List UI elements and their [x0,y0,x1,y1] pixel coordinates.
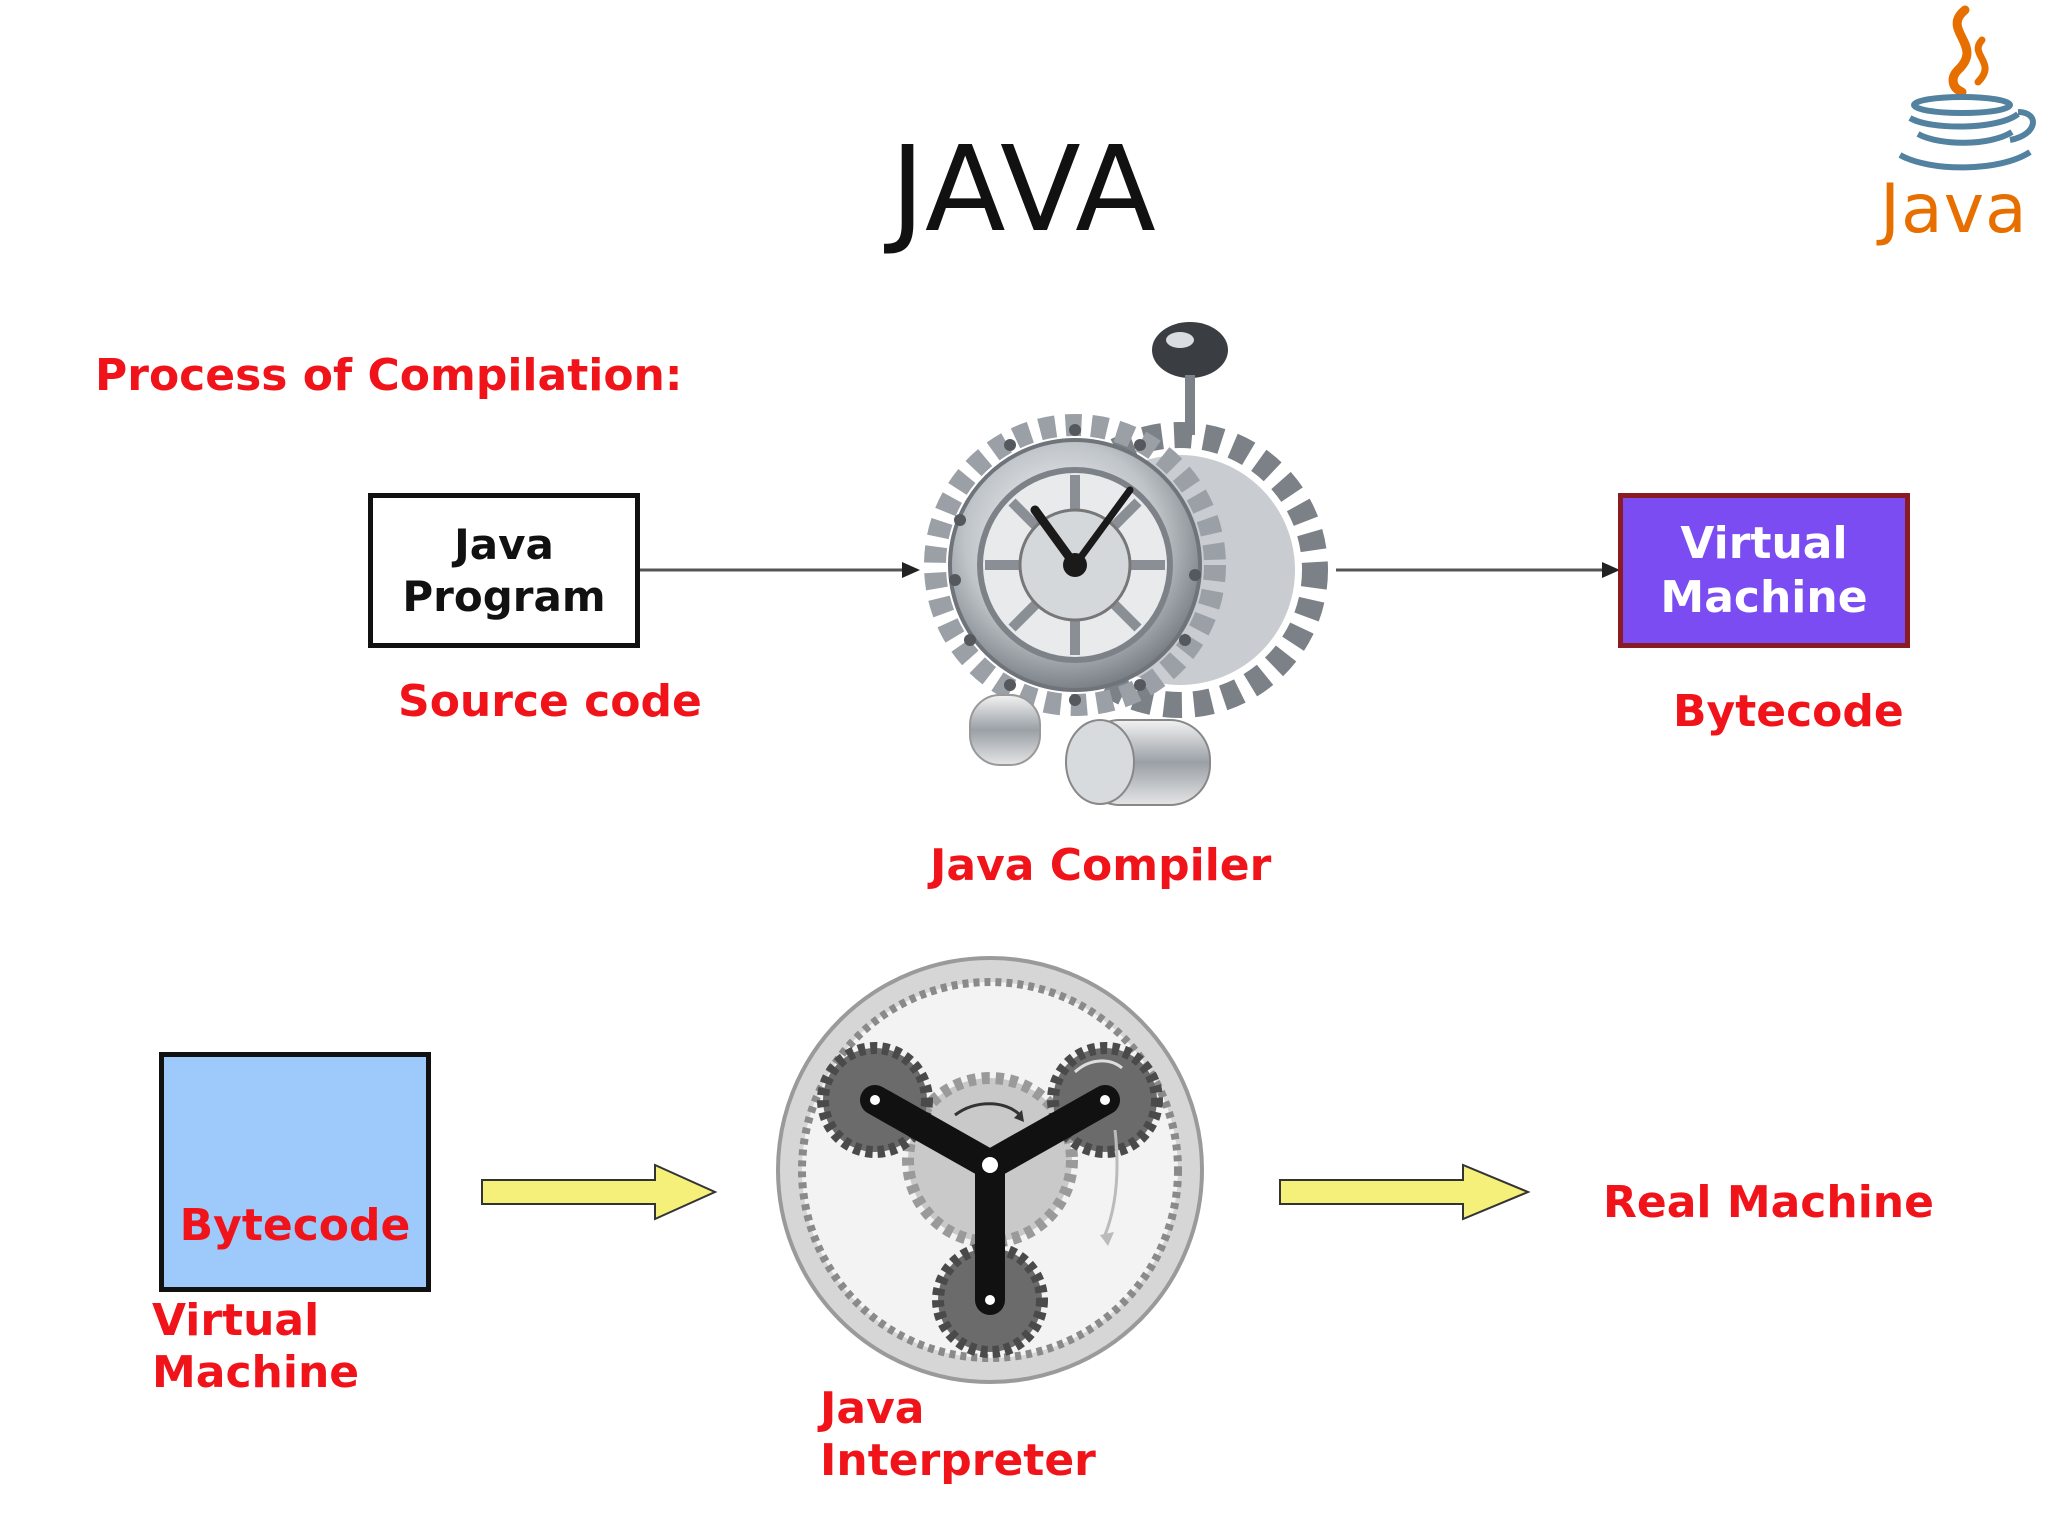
virtual-machine-box: Virtual Machine [1618,493,1910,648]
virtual-machine-label: Virtual Machine [152,1295,359,1399]
arrow-to-interpreter [481,1163,718,1221]
section-heading: Process of Compilation: [95,350,683,401]
source-code-label: Source code [398,676,702,727]
bytecode-label: Bytecode [1673,686,1904,737]
program-box-line1: Java [454,519,554,569]
page-title: JAVA [890,120,1158,258]
bytecode-box: Bytecode [159,1052,431,1292]
planetary-gear-icon [776,956,1204,1384]
java-logo: Java [1870,0,2048,260]
interpreter-label-line2: Interpreter [820,1435,1096,1486]
java-program-box: Java Program [368,493,640,648]
arrow-to-real-machine [1279,1163,1531,1221]
program-box-line2: Program [402,571,606,621]
java-coffee-cup-icon [1898,5,2036,171]
vm-label-line1: Virtual [152,1295,320,1346]
bytecode-box-label: Bytecode [179,1200,411,1251]
java-compiler-label: Java Compiler [930,840,1272,891]
vm-label-line2: Machine [152,1347,360,1398]
clockwork-gears-icon [924,322,1328,806]
vm-box-line2: Machine [1660,571,1868,623]
java-logo-text: Java [1880,170,2028,249]
java-interpreter-label: Java Interpreter [820,1383,1096,1487]
interpreter-label-line1: Java [820,1383,925,1434]
real-machine-label: Real Machine [1603,1177,1934,1228]
vm-box-line1: Virtual [1680,517,1848,569]
